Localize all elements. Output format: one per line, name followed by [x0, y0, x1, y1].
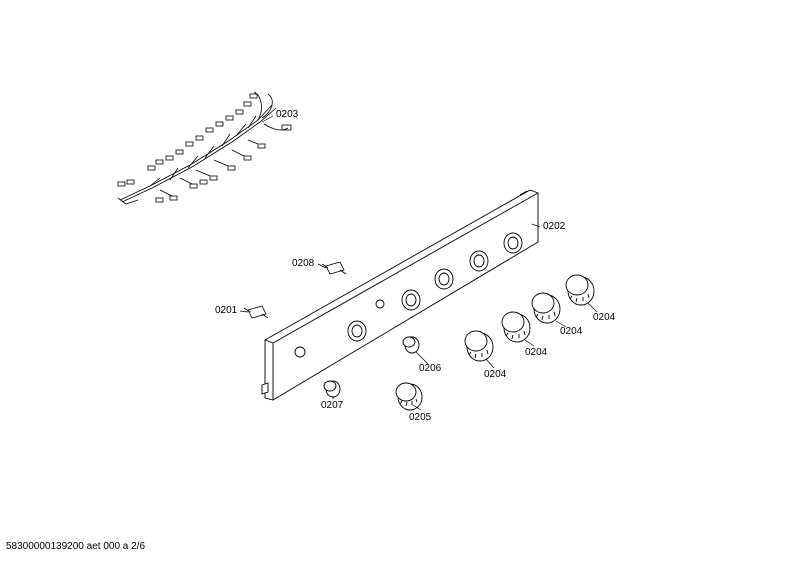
knob-0206 — [402, 336, 420, 354]
knob-0204-d — [565, 274, 595, 306]
drawing-reference-footer: 58300000139200 aet 000 a 2/6 — [6, 541, 146, 552]
callout-knob-3: 0204 — [560, 326, 583, 337]
callout-panel: 0202 — [543, 221, 566, 232]
leader-lines — [239, 115, 598, 411]
callout-knob-2: 0204 — [525, 347, 548, 358]
knob-0207 — [323, 380, 341, 398]
switch-0201 — [243, 305, 269, 319]
knob-0204-c — [531, 292, 561, 324]
callout-harness: 0203 — [276, 109, 299, 120]
callout-switch-b: 0201 — [215, 305, 238, 316]
knob-0205 — [395, 382, 423, 411]
callout-knob-small: 0206 — [419, 363, 442, 374]
callout-knob-tiny: 0207 — [321, 400, 344, 411]
knob-0204-b — [501, 311, 531, 343]
callout-switch-a: 0208 — [292, 258, 315, 269]
callout-knob-main: 0205 — [409, 412, 432, 423]
knob-0204-a — [464, 330, 494, 362]
control-panel — [261, 189, 539, 401]
callout-knob-4: 0204 — [593, 312, 616, 323]
switch-0208 — [321, 261, 347, 275]
wiring-harness — [117, 91, 292, 205]
callout-knob-1: 0204 — [484, 369, 507, 380]
